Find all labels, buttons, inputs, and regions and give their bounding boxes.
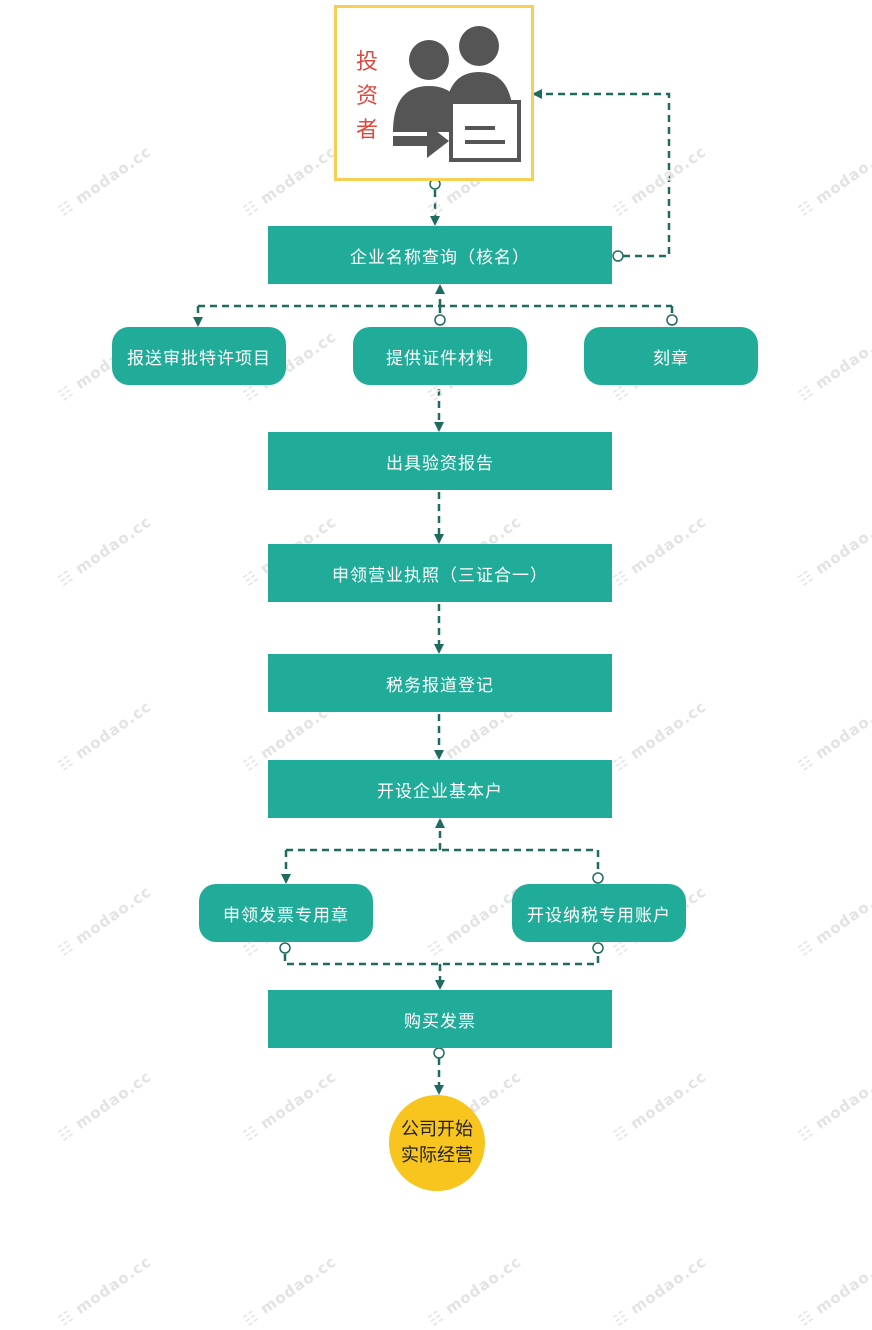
tax-register-step: 税务报道登记 xyxy=(268,654,612,712)
watermark-text: ☷ modao.cc xyxy=(55,1252,155,1330)
investor-people-icon xyxy=(393,26,521,162)
seal-step: 刻章 xyxy=(584,327,758,385)
capital-report-label: 出具验资报告 xyxy=(386,453,494,474)
connector-name-check-to-investor xyxy=(532,89,671,258)
tax-account-label: 开设纳税专用账户 xyxy=(527,905,671,926)
connector-dot xyxy=(592,942,604,954)
connector-merge-horizontal xyxy=(283,954,600,966)
watermark-text: ☷ modao.cc xyxy=(425,1252,525,1330)
connector-dot xyxy=(592,872,604,884)
watermark-text: ☷ modao.cc xyxy=(240,1252,340,1330)
license-step: 申领营业执照（三证合一） xyxy=(268,544,612,602)
connector-dot xyxy=(666,314,678,326)
connector-dot xyxy=(279,942,291,954)
materials-step: 提供证件材料 xyxy=(353,327,527,385)
basic-account-step: 开设企业基本户 xyxy=(268,760,612,818)
investor-node: 投 资 者 xyxy=(334,5,534,181)
start-line-1: 公司开始 xyxy=(401,1119,473,1140)
capital-report-step: 出具验资报告 xyxy=(268,432,612,490)
investor-label: 投 资 者 xyxy=(355,46,379,148)
company-start-node: 公司开始 实际经营 xyxy=(389,1095,485,1191)
materials-label: 提供证件材料 xyxy=(386,348,494,369)
name-check-label: 企业名称查询（核名） xyxy=(350,247,530,268)
connector-dot xyxy=(612,250,624,262)
investor-char: 资 xyxy=(355,84,378,109)
buy-invoice-label: 购买发票 xyxy=(404,1011,476,1032)
investor-char: 投 xyxy=(355,50,378,75)
invoice-seal-step: 申领发票专用章 xyxy=(199,884,373,942)
approval-step: 报送审批特许项目 xyxy=(112,327,286,385)
approval-label: 报送审批特许项目 xyxy=(127,348,271,369)
name-check-step: 企业名称查询（核名） xyxy=(268,226,612,284)
invoice-seal-label: 申领发票专用章 xyxy=(223,905,349,926)
license-label: 申领营业执照（三证合一） xyxy=(332,565,548,586)
watermark-text: ☷ modao.cc xyxy=(610,1252,710,1330)
connector-dot xyxy=(433,1047,445,1059)
tax-register-label: 税务报道登记 xyxy=(386,675,494,696)
start-line-2: 实际经营 xyxy=(401,1145,473,1166)
tax-account-step: 开设纳税专用账户 xyxy=(512,884,686,942)
watermark-text: ☷ modao.cc xyxy=(795,1252,872,1330)
connector-dot xyxy=(434,314,446,326)
investor-char: 者 xyxy=(355,118,378,143)
basic-account-label: 开设企业基本户 xyxy=(377,781,503,802)
flow-connectors xyxy=(193,89,678,1095)
seal-label: 刻章 xyxy=(653,348,689,369)
buy-invoice-step: 购买发票 xyxy=(268,990,612,1048)
